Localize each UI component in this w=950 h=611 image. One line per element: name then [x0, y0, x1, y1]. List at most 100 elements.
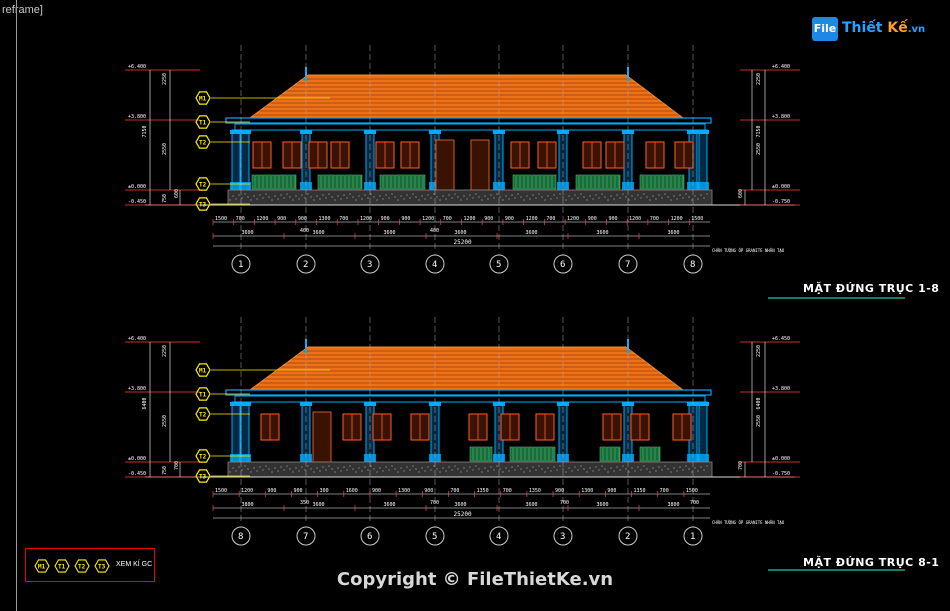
top-plinth-dot	[529, 198, 531, 200]
bottom-plinth-dot	[688, 468, 690, 470]
bottom-plinth-dot	[685, 465, 687, 467]
top-plinth-dot	[277, 198, 279, 200]
bottom-plinth-dot	[703, 469, 705, 471]
top-hdim-row1-text: 900	[298, 216, 307, 222]
bottom-level-right-text: +3.800	[772, 386, 790, 392]
bottom-axis-label: 2	[625, 532, 630, 542]
top-beam	[234, 123, 706, 131]
bottom-plinth-dot	[499, 468, 501, 470]
bottom-plinth-dot	[667, 468, 669, 470]
top-plinth-dot	[508, 198, 510, 200]
bottom-plinth-dot	[484, 467, 486, 469]
top-axis-bubble	[360, 254, 380, 274]
bottom-plinth-dot	[595, 466, 597, 468]
top-plinth-dot	[514, 197, 516, 199]
bottom-plinth-dot	[550, 470, 552, 472]
bottom-plinth-dot	[673, 467, 675, 469]
bottom-level-right-text: -0.750	[772, 471, 790, 477]
bottom-plinth-dot	[691, 471, 693, 473]
top-plinth-dot	[649, 199, 651, 201]
bottom-plinth-dot	[277, 470, 279, 472]
top-plinth-dot	[568, 195, 570, 197]
top-plinth-dot	[418, 199, 420, 201]
top-vdim-text-right: 600	[738, 189, 744, 198]
bottom-plinth-dot	[538, 465, 540, 467]
top-hdim-row1-text: 900	[505, 216, 514, 222]
top-plinth-dot	[346, 197, 348, 199]
bottom-plinth-dot	[262, 469, 264, 471]
bottom-plinth-dot	[418, 471, 420, 473]
top-plinth-dot	[289, 196, 291, 198]
top-plinth-dot	[685, 193, 687, 195]
bottom-plinth-dot	[466, 470, 468, 472]
top-column-cap	[697, 130, 709, 134]
top-plinth-dot	[562, 196, 564, 198]
top-column-base	[697, 182, 709, 190]
top-hdim-row1-text: 1200	[464, 216, 476, 222]
bottom-axis-label: 5	[432, 532, 437, 542]
bottom-plinth-dot	[493, 469, 495, 471]
top-plinth-dot	[664, 193, 666, 195]
top-plinth-dot	[580, 193, 582, 195]
bottom-plinth-dot	[580, 465, 582, 467]
bottom-plinth-dot	[526, 467, 528, 469]
top-balustrade	[639, 174, 685, 190]
bottom-plinth-dot	[553, 466, 555, 468]
top-plinth-dot	[625, 196, 627, 198]
top-axis-label: 8	[690, 260, 695, 270]
top-plinth-dot	[532, 194, 534, 196]
bottom-plinth-dot	[631, 467, 633, 469]
top-axis-bubble	[231, 254, 251, 274]
bottom-plinth-dot	[649, 471, 651, 473]
top-hdim-row1-text: 1300	[319, 216, 331, 222]
bottom-hdim-row1-text: 1350	[529, 488, 541, 494]
bottom-vdim-text-right: 6400	[756, 397, 762, 409]
top-plinth-dot	[520, 196, 522, 198]
top-hdim-row1-text: 1200	[360, 216, 372, 222]
elevation-top-title: MẶT ĐỨNG TRỤC 1-8	[803, 282, 940, 295]
bottom-plinth-dot	[313, 471, 315, 473]
bottom-plinth-dot	[316, 467, 318, 469]
bottom-hdim-row1-text: 700	[503, 488, 512, 494]
top-column	[231, 129, 241, 191]
bottom-plinth-dot	[700, 466, 702, 468]
top-plinth-dot	[388, 197, 390, 199]
viewport-label[interactable]: reframe]	[2, 4, 43, 16]
top-plinth-dot	[637, 194, 639, 196]
top-hdim-row1-text: 1200	[422, 216, 434, 222]
bottom-vdim-text: 700	[174, 461, 180, 470]
top-plinth-dot	[427, 194, 429, 196]
top-plinth-dot	[253, 195, 255, 197]
top-plinth-dot	[244, 193, 246, 195]
top-plinth-dot	[364, 194, 366, 196]
bottom-plinth-dot	[391, 465, 393, 467]
bottom-axis-bubble	[618, 526, 638, 546]
top-axis-label: 5	[496, 260, 501, 270]
legend-tag-label: T3	[98, 564, 106, 571]
top-vdim-text-right: 2250	[756, 73, 762, 85]
top-plinth-dot	[646, 196, 648, 198]
site-logo[interactable]: File Thiết Kế.vn	[812, 14, 925, 44]
top-plinth-dot	[466, 198, 468, 200]
top-hdim-row2-text: 3600	[384, 230, 396, 236]
bottom-tag-t2-icon	[195, 449, 211, 463]
bottom-plinth-dot	[334, 471, 336, 473]
bottom-vdim-text-right: 2250	[756, 345, 762, 357]
top-axis-bubble	[489, 254, 509, 274]
bottom-plinth-dot	[430, 469, 432, 471]
top-balustrade	[512, 174, 557, 190]
bottom-plinth-dot	[544, 471, 546, 473]
top-plinth-dot	[691, 199, 693, 201]
top-plinth-dot	[499, 196, 501, 198]
top-column-base	[230, 182, 242, 190]
top-hdim-row1-text: 1200	[629, 216, 641, 222]
bottom-plinth-dot	[346, 469, 348, 471]
top-vdim-text: 7150	[142, 125, 148, 137]
bottom-hdim-row1-text: 1500	[686, 488, 698, 494]
bottom-hdim-row1-text: 900	[424, 488, 433, 494]
top-plinth-dot	[400, 195, 402, 197]
top-plinth-dot	[634, 198, 636, 200]
top-plinth-dot	[286, 193, 288, 195]
